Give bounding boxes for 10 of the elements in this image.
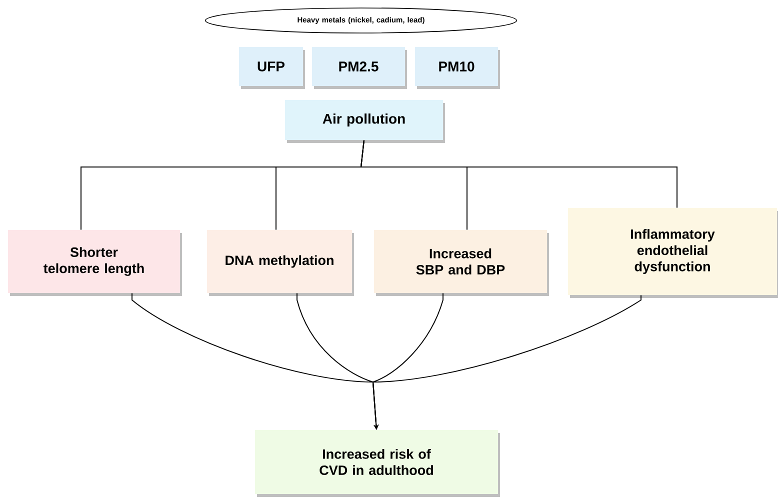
process-box: Increased risk of CVD in adulthood [255, 430, 500, 497]
process-box: DNA methylation [207, 230, 354, 296]
process-box: PM2.5 [312, 47, 407, 89]
process-box: Inflammatory endothelial dysfunction [568, 208, 778, 298]
process-box: Shorter telomere length [8, 230, 182, 296]
connector-line [360, 140, 678, 208]
process-box: UFP [239, 47, 305, 89]
process-box: PM10 [415, 47, 500, 89]
process-box: Increased SBP and DBP [374, 230, 549, 296]
process-box: Air pollution [285, 100, 445, 143]
